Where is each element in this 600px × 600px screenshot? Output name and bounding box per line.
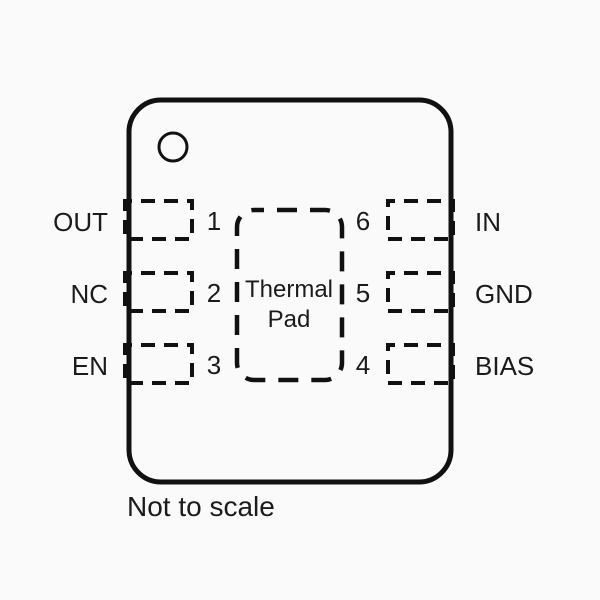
pin-pad-2 <box>123 271 194 313</box>
pin-pad-5 <box>386 271 455 313</box>
thermal-pad-outline <box>234 207 345 383</box>
pin-pad-3 <box>123 343 194 385</box>
pin-label-gnd: GND <box>475 279 533 309</box>
pin-number-3: 3 <box>207 350 221 380</box>
not-to-scale-note: Not to scale <box>127 491 275 522</box>
pin-number-6: 6 <box>356 206 370 236</box>
pin-number-1: 1 <box>207 206 221 236</box>
pin-number-2: 2 <box>207 278 221 308</box>
pin-pad-6 <box>386 199 455 241</box>
pin1-indicator-icon <box>157 131 189 163</box>
pin-label-bias: BIAS <box>475 351 534 381</box>
pin-number-4: 4 <box>356 350 370 380</box>
pin-number-5: 5 <box>356 278 370 308</box>
pin-label-nc: NC <box>70 279 108 309</box>
pin-pad-1 <box>123 199 194 241</box>
pin-label-out: OUT <box>53 207 108 237</box>
package-outline <box>126 97 454 485</box>
pin-pad-4 <box>386 343 455 385</box>
pin-label-in: IN <box>475 207 501 237</box>
pin-label-en: EN <box>72 351 108 381</box>
thermal-pad-label-line1: Thermal <box>245 276 333 303</box>
thermal-pad-label-line2: Pad <box>268 306 311 333</box>
